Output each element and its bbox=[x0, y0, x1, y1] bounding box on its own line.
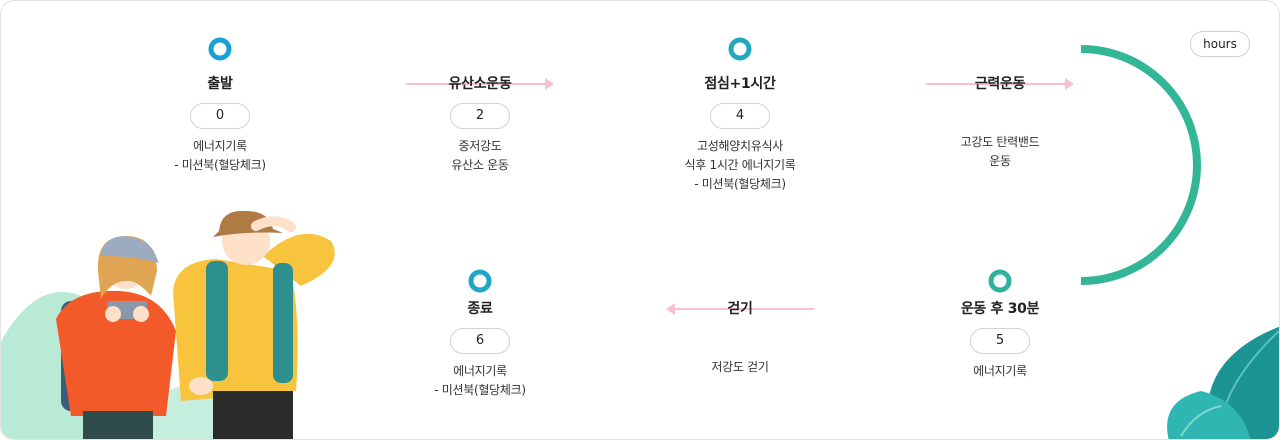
timeline-node-start bbox=[211, 40, 229, 58]
hour-badge: 0 bbox=[190, 103, 250, 129]
step-description: 고성해양치유식사 식후 1시간 에너지기록 - 미션북(혈당체크) bbox=[640, 137, 840, 194]
step-strength: 근력운동 고강도 탄력밴드 운동 bbox=[900, 73, 1100, 171]
hour-badge: 6 bbox=[450, 328, 510, 354]
step-title: 운동 후 30분 bbox=[961, 298, 1039, 320]
step-description: 저강도 걷기 bbox=[640, 358, 840, 377]
hikers-illustration bbox=[1, 201, 361, 440]
hours-unit-badge: hours bbox=[1190, 31, 1250, 57]
timeline-node-lunch bbox=[731, 40, 749, 58]
step-description: 에너지기록 - 미션북(혈당체크) bbox=[120, 137, 320, 175]
step-end: 종료 6 에너지기록 - 미션북(혈당체크) bbox=[380, 298, 580, 400]
step-aerobic: 유산소운동 2 중저강도 유산소 운동 bbox=[380, 73, 580, 175]
step-title: 출발 bbox=[207, 73, 232, 95]
hour-badge: 5 bbox=[970, 328, 1030, 354]
step-start: 출발 0 에너지기록 - 미션북(혈당체크) bbox=[120, 73, 320, 175]
step-lunch: 점심+1시간 4 고성해양치유식사 식후 1시간 에너지기록 - 미션북(혈당체… bbox=[640, 73, 840, 194]
timeline-node-after-exercise bbox=[991, 272, 1009, 290]
step-title: 점심+1시간 bbox=[704, 73, 775, 95]
step-title: 종료 bbox=[467, 298, 492, 320]
step-after-exercise: 운동 후 30분 5 에너지기록 bbox=[900, 298, 1100, 381]
step-description: 에너지기록 - 미션북(혈당체크) bbox=[380, 362, 580, 400]
step-walking: 걷기 저강도 걷기 bbox=[640, 298, 840, 377]
hour-badge: 2 bbox=[450, 103, 510, 129]
step-title: 유산소운동 bbox=[449, 73, 512, 95]
leaves-illustration bbox=[1161, 321, 1280, 440]
hour-badge: 4 bbox=[710, 103, 770, 129]
step-description: 고강도 탄력밴드 운동 bbox=[900, 133, 1100, 171]
timeline-node-end bbox=[471, 272, 489, 290]
step-description: 에너지기록 bbox=[900, 362, 1100, 381]
step-title: 걷기 bbox=[727, 298, 752, 320]
step-title: 근력운동 bbox=[975, 73, 1025, 95]
step-description: 중저강도 유산소 운동 bbox=[380, 137, 580, 175]
